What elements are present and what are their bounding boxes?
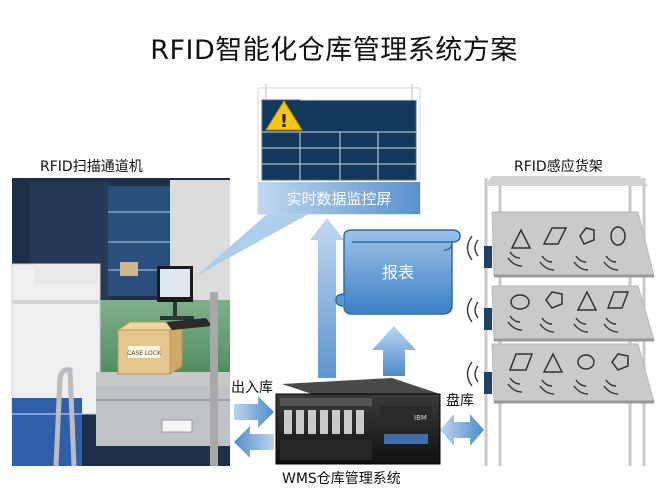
page-title: RFID智能化仓库管理系统方案 xyxy=(150,35,518,66)
arrow-inventory xyxy=(440,414,484,446)
inout-label: 出入库 xyxy=(231,380,273,396)
pentagon-shape-icon xyxy=(579,227,595,245)
wms-label: WMS仓库管理系统 xyxy=(282,471,401,487)
parallelogram-shape-icon xyxy=(508,353,534,371)
triangle-shape-icon xyxy=(510,228,532,249)
box-label-text: CASE LOCK xyxy=(127,350,162,357)
rfid-shelf xyxy=(484,176,655,466)
triangle-shape-icon xyxy=(576,290,598,311)
inventory-label: 盘库 xyxy=(446,393,474,409)
parallelogram-shape-icon xyxy=(606,291,630,309)
warning-glyph: ! xyxy=(280,111,288,132)
pentagon-shape-icon xyxy=(611,353,629,371)
arrow-to-report xyxy=(372,326,416,376)
scanner-photo: CASE LOCK xyxy=(11,178,230,467)
report-label: 报表 xyxy=(382,263,414,282)
monitor-caption: 实时数据监控屏 xyxy=(286,190,391,208)
ellipse-shape-icon xyxy=(577,354,595,370)
ellipse-shape-icon xyxy=(510,294,530,310)
triangle-shape-icon xyxy=(542,352,564,373)
shelf-label: RFID感应货架 xyxy=(514,159,603,175)
ellipse-shape-icon xyxy=(610,226,626,246)
report-scroll xyxy=(335,229,461,315)
server-image: IBM xyxy=(275,378,441,465)
arrow-in xyxy=(234,396,274,428)
arrow-to-monitor xyxy=(310,218,344,378)
pentagon-shape-icon xyxy=(545,291,563,309)
warning-icon: ! xyxy=(265,100,303,132)
scanner-label: RFID扫描通道机 xyxy=(40,159,143,175)
arrow-out xyxy=(234,426,274,458)
parallelogram-shape-icon xyxy=(542,227,568,245)
rfid-wave-icon xyxy=(466,235,619,395)
server-brand: IBM xyxy=(414,414,427,422)
